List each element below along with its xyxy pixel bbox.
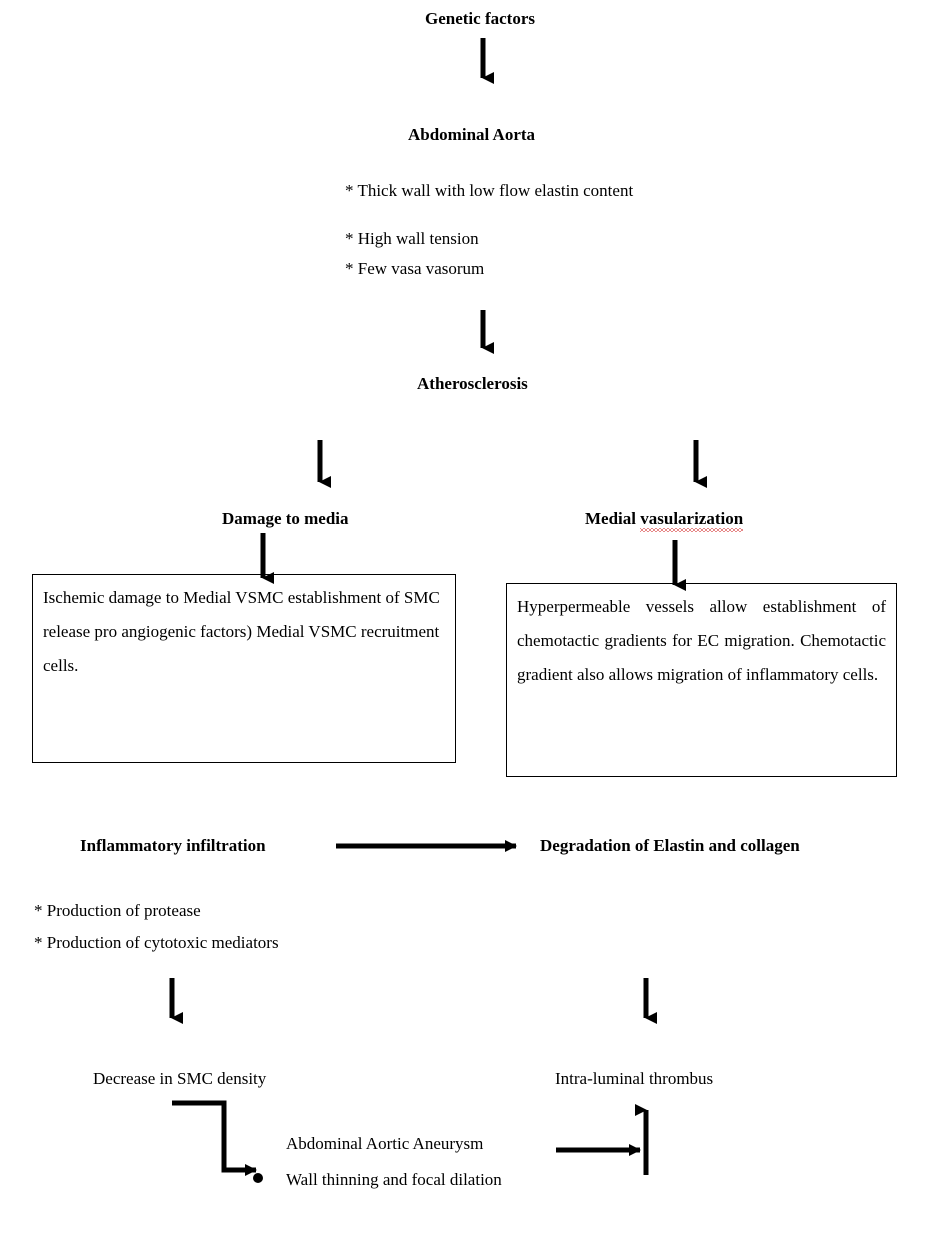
aorta-feature-item: * Thick wall with low flow elastin conte… (345, 181, 634, 200)
node-abdominal-aorta: Abdominal Aorta (408, 125, 536, 144)
node-decrease-smc-density: Decrease in SMC density (93, 1069, 267, 1088)
node-medial-vasularization: Medial vasularization (585, 508, 744, 533)
aorta-feature-item: * Few vasa vasorum (345, 259, 485, 278)
inflammatory-feature-item: * Production of protease (34, 901, 201, 920)
aorta-features-list: * Thick wall with low flow elastin conte… (345, 181, 765, 279)
medial-vasularization-prefix: Medial (585, 509, 641, 528)
node-degradation-elastin-collagen: Degradation of Elastin and collagen (540, 836, 800, 855)
textbox-ischemic-damage: Ischemic damage to Medial VSMC establish… (32, 574, 456, 763)
arrow-aaa-to-thrombus-up (556, 1104, 649, 1175)
node-inflammatory-infiltration: Inflammatory infiltration (80, 836, 266, 855)
textbox-hyperpermeable-vessels: Hyperpermeable vessels allow establishme… (506, 583, 897, 777)
node-genetic-factors: Genetic factors (425, 9, 535, 28)
aorta-feature-item: * High wall tension (345, 229, 479, 248)
node-damage-to-media: Damage to media (222, 509, 349, 528)
medial-vasularization-misspelled-word: vasularization (640, 509, 744, 533)
node-intra-luminal-thrombus: Intra-luminal thrombus (555, 1069, 714, 1088)
node-wall-thinning-focal-dilation: Wall thinning and focal dilation (286, 1170, 502, 1189)
inflammatory-feature-item: * Production of cytotoxic mediators (34, 933, 279, 952)
inflammatory-features-list: * Production of protease * Production of… (34, 901, 434, 953)
node-abdominal-aortic-aneurysm: Abdominal Aortic Aneurysm (286, 1134, 484, 1153)
elbow-endpoint-dot (253, 1173, 263, 1183)
elbow-connector-smc-to-wall-thinning (172, 1100, 263, 1183)
node-atherosclerosis: Atherosclerosis (417, 374, 528, 393)
